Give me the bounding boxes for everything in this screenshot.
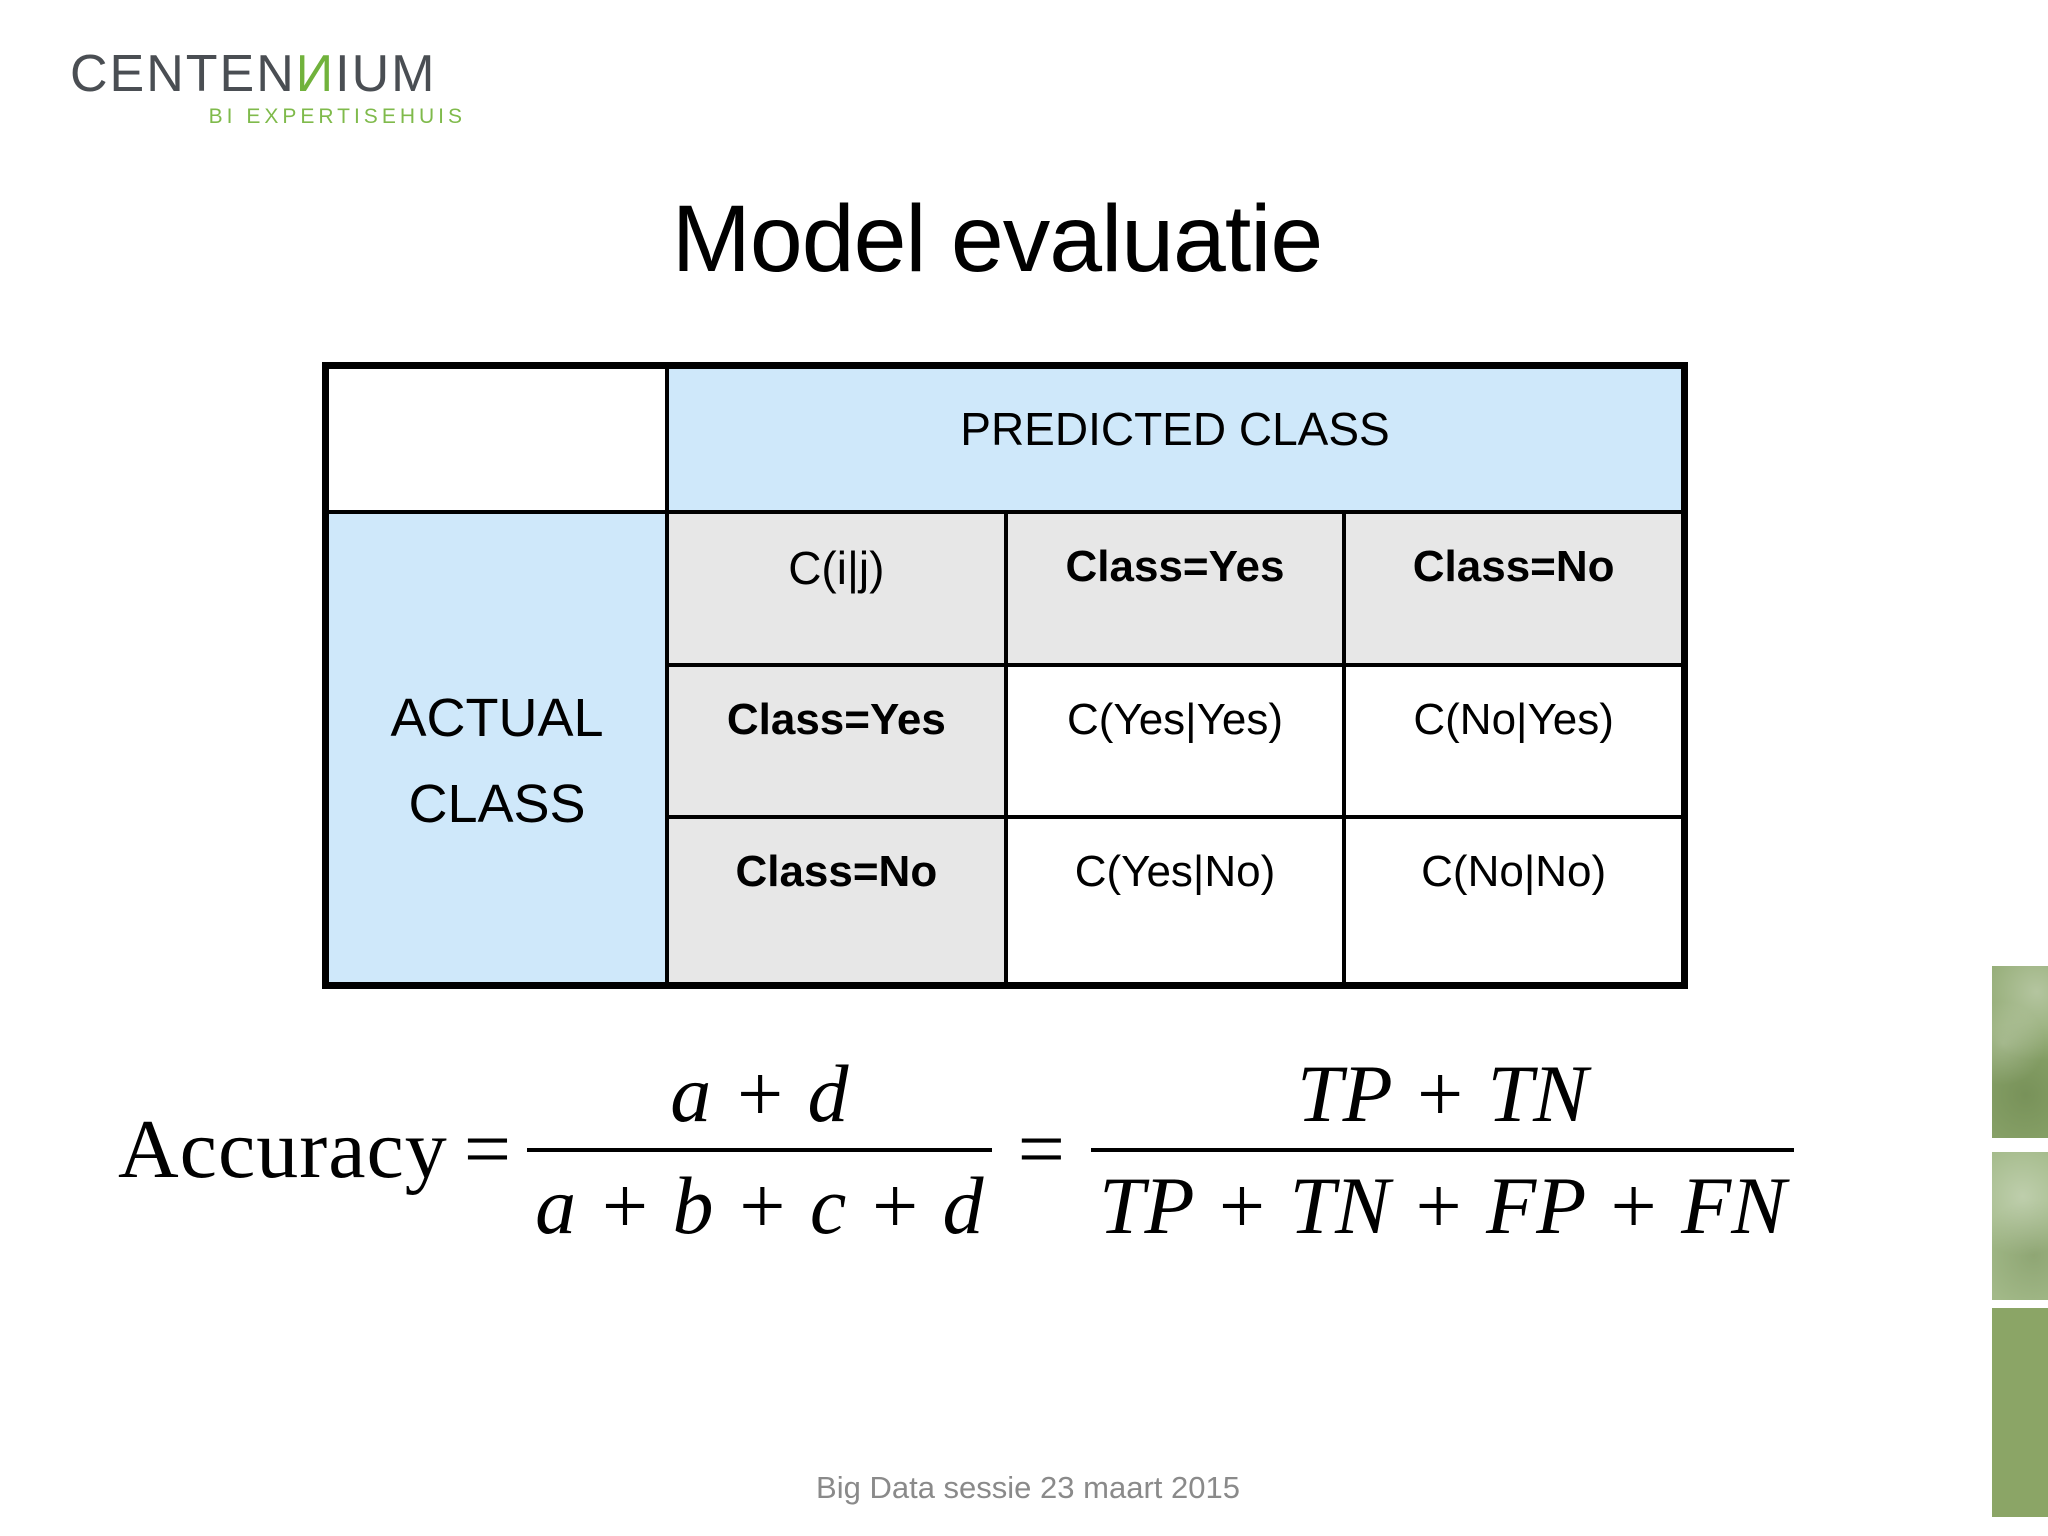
cij-label-cell: C(i|j) [669,514,1004,663]
logo: CENTENИIUM BI EXPERTISEHUIS [70,45,466,129]
fraction2-denominator: TP + TN + FP + FN [1098,1159,1786,1251]
decor-green-image-2 [1992,1152,2048,1300]
decor-green-image-1 [1992,966,2048,1138]
footer-session-label: Big Data sessie 23 maart 2015 [816,1470,1240,1505]
logo-brand-prefix: CENTEN [70,45,296,103]
table-corner-empty-cell [329,369,665,510]
confusion-matrix-table: PREDICTED CLASS ACTUAL CLASS C(i|j) Clas… [322,362,1688,989]
decor-green-image-3 [1992,1308,2048,1517]
fraction1-bar [527,1147,992,1152]
fraction1-denominator: a + b + c + d [535,1159,984,1251]
cell-no-yes: C(No|Yes) [1346,667,1681,815]
logo-brand: CENTENИIUM [70,45,466,103]
cell-yes-no: C(Yes|No) [1007,819,1343,982]
fraction2-numerator: TP + TN [1297,1048,1588,1139]
formula-equals-2: = [1017,1103,1065,1197]
formula-fraction-tptn: TP + TN TP + TN + FP + FN [1090,1048,1794,1252]
actual-class-line2: CLASS [408,774,586,834]
logo-tagline: BI EXPERTISEHUIS [208,105,466,129]
cell-yes-yes: C(Yes|Yes) [1007,667,1343,815]
actual-class-line1: ACTUAL [390,687,604,748]
logo-reversed-n: И [295,45,336,103]
page-title: Model evaluatie [671,186,1323,292]
formula-equals-1: = [463,1103,512,1197]
logo-brand-suffix: IUM [335,45,437,103]
row-header-class-yes: Class=Yes [669,667,1004,815]
actual-class-header: ACTUAL CLASS [329,514,665,982]
accuracy-formula: Accuracy = a + d a + b + c + d = TP + TN… [118,1048,1794,1252]
cell-no-no: C(No|No) [1346,819,1681,982]
row-header-class-no: Class=No [669,819,1004,982]
fraction2-bar [1090,1147,1794,1152]
predicted-class-header: PREDICTED CLASS [669,369,1681,510]
col-header-class-no: Class=No [1346,514,1681,663]
col-header-class-yes: Class=Yes [1007,514,1343,663]
formula-lhs: Accuracy [118,1103,448,1197]
fraction1-numerator: a + d [670,1048,849,1139]
formula-fraction-abcd: a + d a + b + c + d [527,1048,992,1252]
